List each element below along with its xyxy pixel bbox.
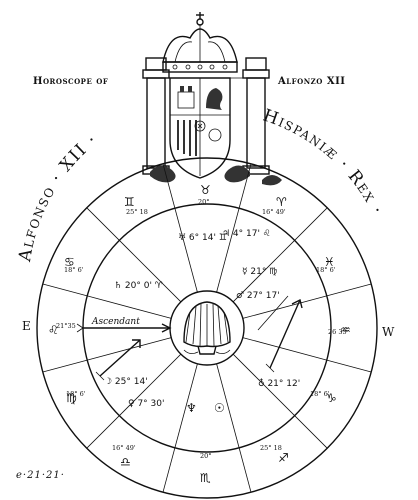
sign-virgo: ♍ [66, 391, 77, 405]
house-divisions [87, 208, 327, 448]
foliage-icon [150, 165, 282, 186]
planet-9: ☉ [214, 401, 225, 415]
band-left-text: Alfonso · XII · [15, 130, 102, 264]
band-spoke [326, 283, 372, 297]
ascendant-line [76, 323, 172, 333]
degree-bottom: 20° [200, 452, 212, 460]
band-spoke [42, 283, 88, 297]
header-left: Horoscope of [33, 76, 109, 87]
band-spoke [162, 447, 176, 493]
degree-lower-left-1: 16° 49' [112, 444, 136, 452]
planet-3: ♃ 4° 17' ♌ [222, 229, 271, 239]
west-label: W [382, 325, 395, 339]
sign-gemini: ♊ [124, 195, 135, 209]
sign-scorpio: ♏ [200, 471, 211, 485]
planet-5: ♂ 27° 17' [236, 291, 280, 301]
sign-sagittarius: ♐ [278, 451, 289, 465]
degree-upper-right-2: 18° 6' [316, 266, 336, 274]
left-pillar-icon [142, 57, 170, 175]
arrow-left-icon [95, 339, 141, 381]
arrow-upper-icon [257, 295, 289, 331]
arrow-right-icon [265, 298, 303, 373]
band-spoke [294, 207, 328, 241]
degree-upper-left-1: 25° 18 [126, 208, 148, 216]
signature: e·21·21· [16, 470, 65, 481]
degree-lower-right-2: 18° 6' [310, 390, 330, 398]
sign-aquarius: ♒ [340, 323, 351, 337]
band-spoke [42, 359, 88, 373]
sign-libra: ♎ [120, 455, 131, 469]
outer-divisions [42, 163, 372, 493]
outer-circle [36, 157, 378, 499]
house-spoke [174, 363, 198, 448]
coat-of-arms-icon [169, 77, 231, 179]
degree-top: 20° [198, 198, 210, 206]
house-spoke [87, 295, 172, 319]
house-spoke [216, 208, 240, 293]
east-label: E [22, 319, 31, 333]
house-spoke [216, 363, 240, 448]
planet-2: ♅ 6° 14' ♊ [178, 233, 227, 243]
degree-right: 26 35 [328, 328, 347, 336]
sign-taurus: ♉ [200, 183, 211, 197]
band-spoke [326, 359, 372, 373]
band-spoke [162, 163, 176, 209]
degree-lower-left-2: 18° 6' [66, 390, 86, 398]
band-spoke [86, 207, 120, 241]
ascendant-label: Ascendant [91, 317, 140, 327]
band-spoke [238, 447, 252, 493]
scallop-shell-icon [183, 301, 231, 355]
planet-6: ☽ 25° 14' [104, 377, 148, 387]
planet-4: ☿ 21° ♍ [242, 267, 277, 277]
crown-icon [162, 12, 238, 73]
degree-upper-left-2: 18° 6' [64, 266, 84, 274]
sign-cancer: ♋ [64, 255, 75, 269]
sign-capricorn: ♑ [326, 391, 337, 405]
house-spoke [119, 240, 182, 303]
planet-10: ♆ [186, 401, 197, 415]
house-spoke [174, 208, 198, 293]
sign-leo: ♌ [48, 323, 59, 337]
house-spoke [232, 240, 295, 303]
band-spoke [294, 415, 328, 449]
degree-upper-right-1: 16° 49' [262, 208, 286, 216]
degree-left: 21°35 [56, 322, 76, 330]
band-spoke [86, 415, 120, 449]
degree-lower-right-1: 25° 18 [260, 444, 282, 452]
house-spoke [242, 295, 327, 319]
house-spoke [232, 353, 295, 416]
sign-pisces: ♓ [324, 255, 335, 269]
planet-1: ♄ 20° 0' ♈ [114, 281, 164, 291]
house-spoke [242, 337, 327, 361]
band-spoke [238, 163, 252, 209]
sign-aries: ♈ [276, 195, 287, 209]
planet-8: ♁ 21° 12' [258, 378, 300, 389]
header-right: Alfonzo XII [278, 76, 346, 87]
house-spoke [119, 353, 182, 416]
planet-7: ♀ 7° 30' [128, 399, 164, 409]
